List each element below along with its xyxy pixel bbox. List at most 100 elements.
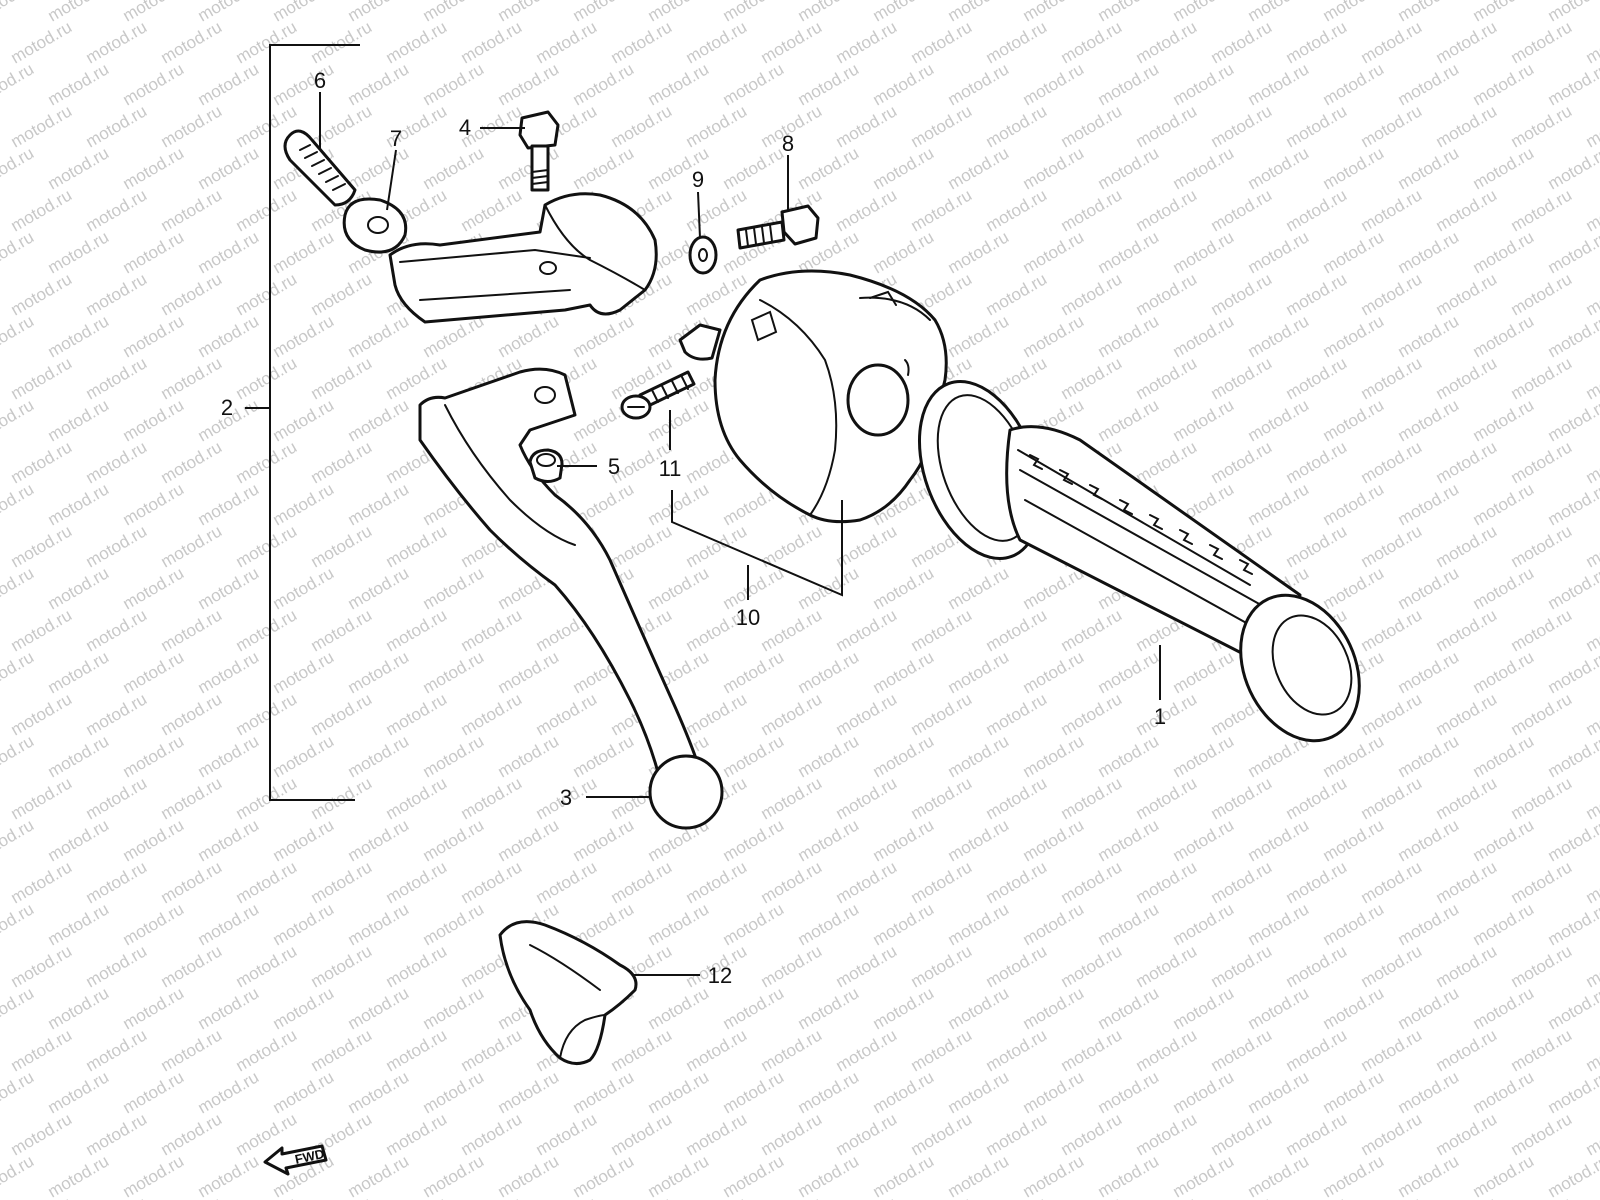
watermark-text: motod.ru [1433, 437, 1501, 487]
watermark-text: motod.ru [1508, 941, 1576, 991]
watermark-text: motod.ru [720, 983, 788, 1033]
watermark-text: motod.ru [120, 311, 188, 361]
watermark-text: motod.ru [1245, 815, 1313, 865]
watermark-text: motod.ru [870, 1067, 938, 1117]
watermark-text: motod.ru [720, 899, 788, 949]
watermark-text: motod.ru [1058, 101, 1126, 151]
watermark-text: motod.ru [1395, 0, 1463, 25]
watermark-text: motod.ru [1395, 143, 1463, 193]
watermark-text: motod.ru [420, 647, 488, 697]
watermark-text: motod.ru [833, 1025, 901, 1075]
watermark-text: motod.ru [945, 563, 1013, 613]
watermark-text: motod.ru [195, 479, 263, 529]
watermark-text: motod.ru [458, 1109, 526, 1159]
watermark-text: motod.ru [1170, 647, 1238, 697]
watermark-text: motod.ru [1320, 815, 1388, 865]
watermark-text: motod.ru [345, 395, 413, 445]
watermark-text: motod.ru [420, 1067, 488, 1117]
watermark-text: motod.ru [1433, 1109, 1501, 1159]
watermark-text: motod.ru [1320, 899, 1388, 949]
watermark-text: motod.ru [1433, 185, 1501, 235]
watermark-text: motod.ru [195, 647, 263, 697]
watermark-text: motod.ru [45, 395, 113, 445]
watermark-text: motod.ru [1433, 101, 1501, 151]
watermark-text: motod.ru [1545, 731, 1600, 781]
watermark-text: motod.ru [608, 101, 676, 151]
watermark-text: motod.ru [758, 1193, 826, 1200]
callout-4: 4 [459, 115, 471, 140]
watermark-text: motod.ru [1283, 1193, 1351, 1200]
watermark-text: motod.ru [683, 17, 751, 67]
watermark-text: motod.ru [83, 857, 151, 907]
watermark-text: motod.ru [0, 899, 37, 949]
watermark-text: motod.ru [1133, 101, 1201, 151]
watermark-text: motod.ru [1020, 899, 1088, 949]
watermark-text: motod.ru [8, 605, 76, 655]
watermark-text: motod.ru [1545, 899, 1600, 949]
watermark-text: motod.ru [1320, 143, 1388, 193]
callout-9: 9 [692, 167, 704, 192]
watermark-text: motod.ru [645, 1067, 713, 1117]
watermark-text: motod.ru [270, 563, 338, 613]
watermark-text: motod.ru [1583, 1109, 1600, 1159]
watermark-text: motod.ru [983, 185, 1051, 235]
watermark-text: motod.ru [533, 857, 601, 907]
watermark-text: motod.ru [945, 59, 1013, 109]
watermark-text: motod.ru [8, 17, 76, 67]
watermark-text: motod.ru [1208, 1025, 1276, 1075]
watermark-text: motod.ru [1508, 17, 1576, 67]
watermark-text: motod.ru [833, 101, 901, 151]
watermark-text: motod.ru [308, 1193, 376, 1200]
watermark-text: motod.ru [8, 941, 76, 991]
lever-holder-drawing [388, 192, 658, 324]
nut-drawing [528, 448, 564, 483]
watermark-text: motod.ru [1058, 857, 1126, 907]
watermark-text: motod.ru [308, 1025, 376, 1075]
watermark-text: motod.ru [1170, 983, 1238, 1033]
watermark-text: motod.ru [45, 479, 113, 529]
assembly-bracket [245, 44, 360, 801]
watermark-text: motod.ru [270, 983, 338, 1033]
watermark-text: motod.ru [1583, 353, 1600, 403]
watermark-text: motod.ru [120, 479, 188, 529]
watermark-text: motod.ru [1095, 1151, 1163, 1200]
watermark-text: motod.ru [195, 815, 263, 865]
watermark-text: motod.ru [1433, 1025, 1501, 1075]
watermark-text: motod.ru [233, 773, 301, 823]
callout-8: 8 [782, 131, 794, 156]
watermark-text: motod.ru [570, 815, 638, 865]
watermark-text: motod.ru [1245, 227, 1313, 277]
washer-drawing [688, 235, 718, 275]
watermark-text: motod.ru [83, 1025, 151, 1075]
watermark-text: motod.ru [270, 311, 338, 361]
watermark-text: motod.ru [1020, 563, 1088, 613]
watermark-text: motod.ru [83, 185, 151, 235]
watermark-text: motod.ru [983, 773, 1051, 823]
watermark-text: motod.ru [270, 479, 338, 529]
watermark-text: motod.ru [1395, 1067, 1463, 1117]
watermark-text: motod.ru [308, 353, 376, 403]
watermark-text: motod.ru [758, 857, 826, 907]
watermark-text: motod.ru [158, 1025, 226, 1075]
watermark-text: motod.ru [983, 269, 1051, 319]
watermark-text: motod.ru [683, 101, 751, 151]
watermark-text: motod.ru [645, 479, 713, 529]
watermark-text: motod.ru [420, 0, 488, 25]
watermark-text: motod.ru [1245, 395, 1313, 445]
watermark-text: motod.ru [420, 143, 488, 193]
watermark-text: motod.ru [645, 563, 713, 613]
watermark-text: motod.ru [795, 1067, 863, 1117]
watermark-text: motod.ru [45, 815, 113, 865]
watermark-text: motod.ru [233, 185, 301, 235]
watermark-text: motod.ru [683, 1025, 751, 1075]
watermark-text: motod.ru [1133, 269, 1201, 319]
watermark-text: motod.ru [1208, 1193, 1276, 1200]
watermark-text: motod.ru [1095, 983, 1163, 1033]
watermark-text: motod.ru [1583, 605, 1600, 655]
watermark-text: motod.ru [833, 605, 901, 655]
watermark-text: motod.ru [1020, 59, 1088, 109]
watermark-text: motod.ru [870, 0, 938, 25]
watermark-text: motod.ru [1095, 0, 1163, 25]
watermark-text: motod.ru [870, 143, 938, 193]
watermark-text: motod.ru [8, 437, 76, 487]
